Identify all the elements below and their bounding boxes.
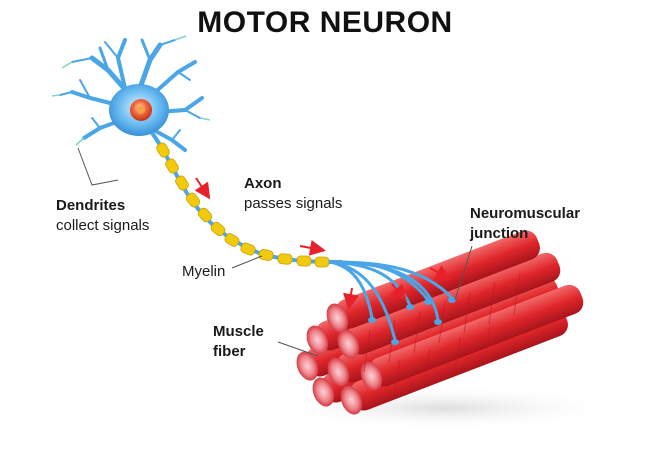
signal-arrow: [194, 177, 211, 200]
junction-label: Neuromuscular junction: [470, 204, 580, 244]
signal-arrows: [194, 177, 452, 310]
myelin-label: Myelin: [182, 262, 225, 282]
signal-arrow: [429, 265, 452, 280]
axon-label: Axon passes signals: [244, 174, 342, 214]
leader-lines: [77, 147, 473, 357]
dendrites-desc: collect signals: [56, 217, 150, 234]
myelin-leader: [231, 255, 263, 269]
myelin-name: Myelin: [182, 263, 226, 280]
junction-leader: [454, 245, 473, 301]
diagram-title: MOTOR NEURON: [197, 6, 453, 39]
signal-arrow: [299, 239, 326, 256]
signal-arrow: [343, 287, 359, 310]
muscle-line2: fiber: [213, 343, 246, 360]
dendrite-tips: [51, 35, 211, 146]
terminal-endings: [368, 297, 456, 345]
muscle-leader: [277, 341, 319, 357]
axon-name: Axon: [244, 175, 282, 192]
muscle-fiber-bundle: [296, 230, 584, 415]
junction-line1: Neuromuscular: [470, 205, 581, 222]
myelin-sheath: [156, 142, 330, 268]
dendrites-label: Dendrites collect signals: [56, 196, 149, 236]
muscle-line1: Muscle: [213, 323, 264, 340]
dendrites-leader: [77, 147, 119, 186]
signal-arrow: [390, 283, 407, 302]
dendrites-name: Dendrites: [56, 197, 126, 214]
nucleolus: [137, 106, 145, 114]
axon-desc: passes signals: [244, 195, 343, 212]
junction-line2: junction: [470, 225, 529, 242]
muscle-fiber-label: Muscle fiber: [213, 322, 264, 362]
